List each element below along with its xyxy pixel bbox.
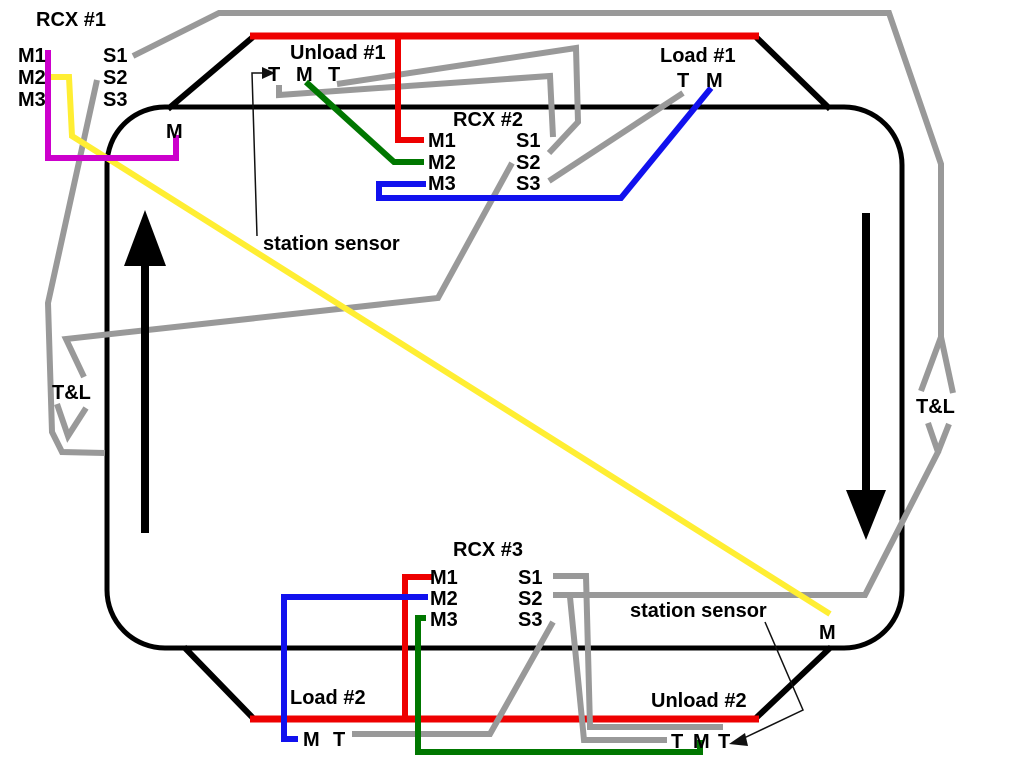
wire-rcx3-m1-red [402,574,432,721]
track-loop [104,104,905,651]
rcx3-port-m2: M2 [430,588,458,610]
unload2-title: Unload #2 [651,690,747,712]
unload1-t2: T [328,64,340,86]
load1-title: Load #1 [660,45,736,67]
load1-t: T [677,70,689,92]
chamfer-bottom-right [753,644,834,721]
wire-rcx3-s1-to-unload2-t2 [553,573,723,730]
unload1-m: M [296,64,313,86]
rcx2-title: RCX #2 [453,109,523,131]
unload2-m: M [693,731,710,753]
pointer-bottom-head [729,733,748,746]
wire-unload1-t1-to-rcx2-s1 [276,72,556,138]
wire-rcx1-m2-yellow [49,74,832,617]
wire-unload1-t2-to-rcx2-s2 [336,44,582,156]
rcx3-port-s2: S2 [518,588,542,610]
rcx1-title: RCX #1 [36,9,106,31]
wire-rcx2-m1-red [395,34,424,143]
wire-rcx3-m2-blue [281,594,428,742]
load2-t: T [333,729,345,751]
load2-m: M [303,729,320,751]
rcx3-port-m3: M3 [430,609,458,631]
wire-rcx3-s3-to-load2-t [352,620,556,737]
load2-title: Load #2 [290,687,366,709]
pointer-top-head [262,67,275,79]
rcx3-port-s3: S3 [518,609,542,631]
unload1-t1: T [268,64,280,86]
rcx1-port-s1: S1 [103,45,127,67]
rcx2-port-s2: S2 [516,152,540,174]
rcx1-port-m1: M1 [18,45,46,67]
wire-left-tl-arrow [54,403,89,443]
wire-rcx1-s2-to-left-tl [44,79,106,456]
station-sensor-label-top: station sensor [263,233,400,255]
rcx2-port-s3: S3 [516,173,540,195]
station-sensor-label-bottom: station sensor [630,600,767,622]
pointer-station-sensor-bottom [741,621,804,740]
rcx1-port-m3: M3 [18,89,46,111]
tl-label-left: T&L [52,382,91,404]
rcx2-port-m3: M3 [428,173,456,195]
wire-right-tl-fork [938,336,956,394]
wire-left-tl-to-rcx2-s2 [61,161,515,379]
rcx1-port-m2: M2 [18,67,46,89]
chamfer-bottom-left [181,644,256,721]
chamfer-top-right [753,34,833,112]
rcx3-title: RCX #3 [453,539,523,561]
direction-arrow-down-head [846,490,886,540]
unload2-t2: T [718,731,730,753]
rcx2-port-s1: S1 [516,130,540,152]
wire-rcx1-m1-magenta [45,50,179,161]
motor-label-top-left: M [166,121,183,143]
unload1-title: Unload #1 [290,42,386,64]
rcx1-port-s2: S2 [103,67,127,89]
wire-rcx2-m2-green [303,79,424,165]
wire-load1-t-to-rcx2-s3 [547,90,685,184]
load1-m: M [706,70,723,92]
rcx1-port-s3: S3 [103,89,127,111]
wire-right-tl-to-rcx3-s2 [553,422,942,598]
rcx3-port-s1: S1 [518,567,542,589]
wire-right-tl-fork-lower [935,422,952,454]
wire-rcx2-m3-blue [376,86,714,201]
motor-label-bottom-right: M [819,622,836,644]
unload2-t1: T [671,731,683,753]
direction-arrow-up-head [124,210,166,266]
chamfer-top-left [166,34,255,112]
rcx2-port-m1: M1 [428,130,456,152]
wire-rcx3-m3-green [415,615,703,755]
rcx2-port-m2: M2 [428,152,456,174]
rcx3-port-m1: M1 [430,567,458,589]
pointer-station-sensor-top [251,72,262,237]
wire-rcx1-s1-to-right-tl [131,10,944,393]
wire-rcx3-s2-to-unload2-t1 [567,596,667,743]
tl-label-right: T&L [916,396,955,418]
